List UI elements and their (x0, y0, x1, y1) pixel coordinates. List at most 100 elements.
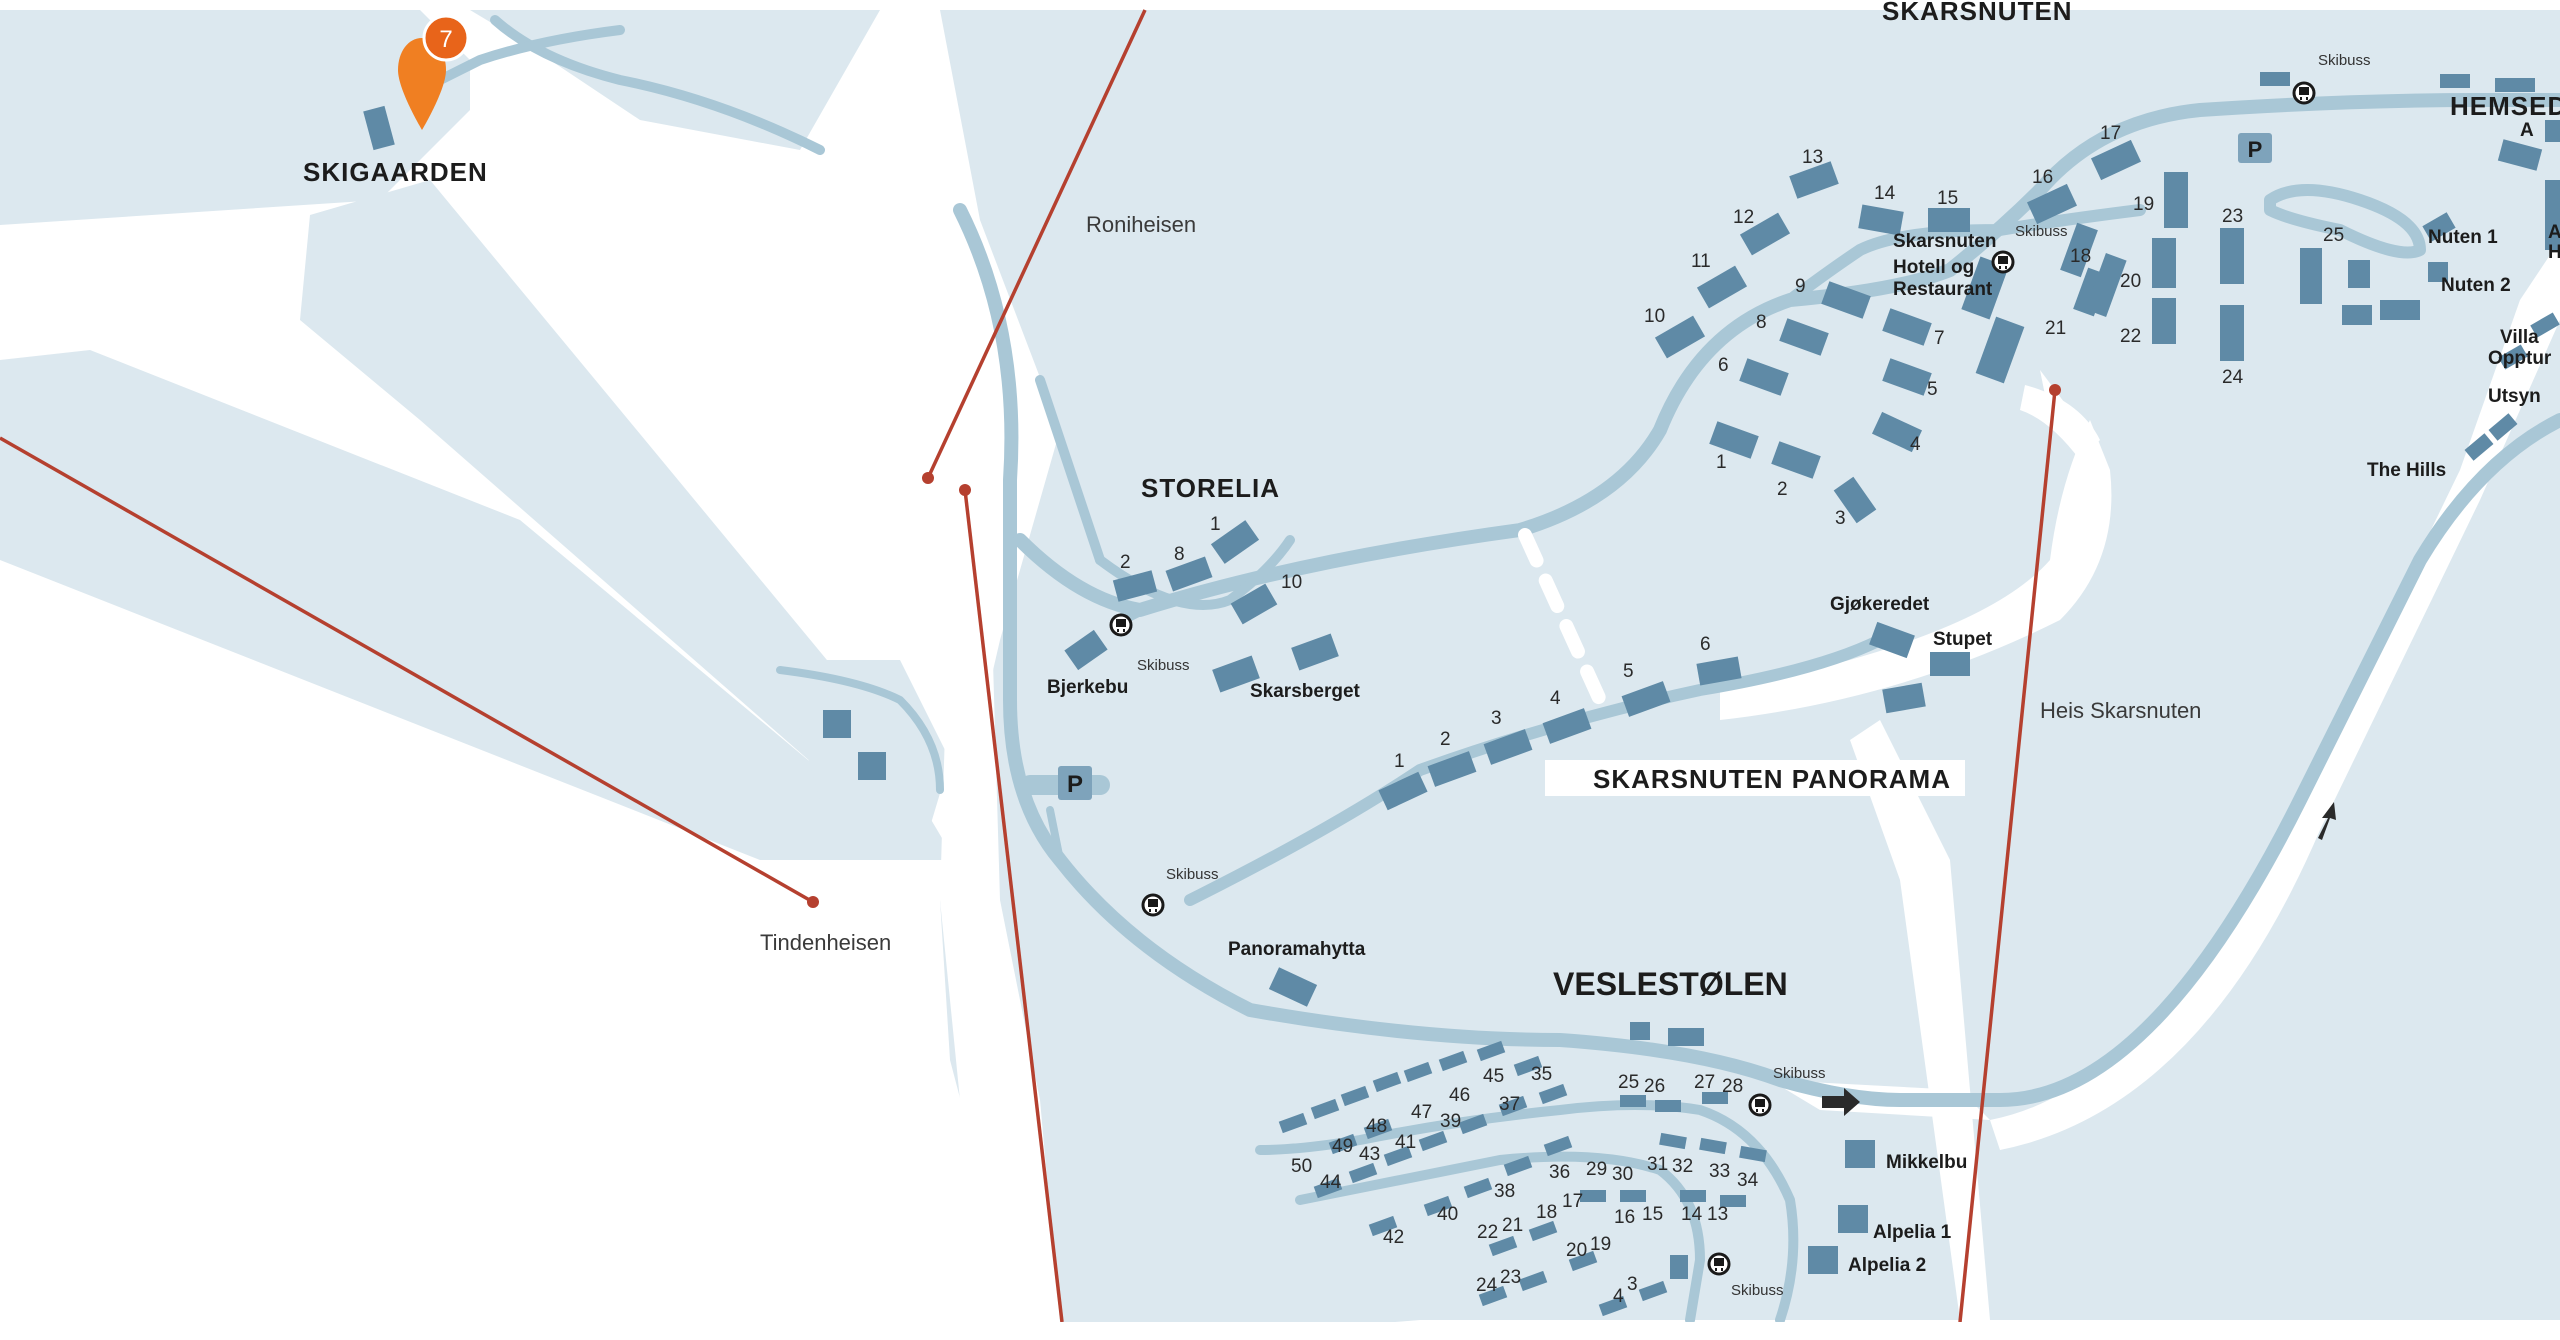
area-label-hemsedal: HEMSED (2450, 91, 2560, 121)
house-number: 19 (1590, 1234, 1611, 1255)
area-label-skarsnuten: SKARSNUTEN (1882, 0, 2073, 26)
house-number: 11 (1691, 251, 1711, 272)
house-number: 16 (2032, 167, 2053, 188)
house-number: 10 (1281, 572, 1302, 593)
bus-stop-icon (1748, 1093, 1772, 1117)
bus-stop-icon (1109, 613, 1133, 637)
house-number: 27 (1694, 1072, 1715, 1093)
bus-stop-label: Skibuss (1731, 1282, 1784, 1299)
house-number: 38 (1494, 1181, 1515, 1202)
location-marker[interactable]: 7 (398, 14, 470, 130)
place-hotel-line1: Skarsnuten (1893, 231, 1996, 252)
marker-number: 7 (439, 26, 452, 53)
house-number: 23 (2222, 206, 2243, 227)
place-edge-a2: A (2548, 222, 2560, 243)
parking-label-2: P (2248, 137, 2263, 162)
place-mikkelbu: Mikkelbu (1886, 1152, 1967, 1173)
buildings (363, 72, 2560, 1317)
house-number: 33 (1709, 1161, 1730, 1182)
house-number: 6 (1700, 634, 1711, 655)
area-label-skarsnuten-panorama: SKARSNUTEN PANORAMA (1593, 764, 1951, 794)
place-nuten2: Nuten 2 (2441, 275, 2511, 296)
lift-label-roniheisen: Roniheisen (1086, 212, 1196, 237)
house-number: 37 (1499, 1094, 1520, 1115)
house-number: 18 (1536, 1202, 1557, 1223)
house-number: 39 (1440, 1111, 1461, 1132)
house-number: 9 (1795, 276, 1806, 297)
bus-stop-label: Skibuss (2318, 52, 2371, 69)
area-label-veslestolen: VESLESTØLEN (1553, 966, 1788, 1002)
place-hotel-line3: Restaurant (1893, 279, 1993, 300)
house-number: 35 (1531, 1064, 1552, 1085)
house-number: 7 (1934, 328, 1945, 349)
house-number: 23 (1500, 1267, 1521, 1288)
house-number: 1 (1716, 452, 1727, 473)
house-number: 17 (1562, 1191, 1583, 1212)
bus-stops: Skibuss Skibuss Skibuss Skibuss Skibuss … (1109, 52, 2371, 1299)
arrow-right-icon (1822, 1088, 1860, 1116)
house-number: 32 (1672, 1156, 1693, 1177)
place-skarsberget: Skarsberget (1250, 681, 1361, 702)
arrow-up-icon (2318, 802, 2336, 840)
place-the-hills: The Hills (2367, 460, 2446, 481)
parking-label-1: P (1067, 771, 1083, 798)
house-number: 19 (2133, 194, 2154, 215)
house-number: 16 (1614, 1207, 1635, 1228)
house-number: 30 (1612, 1164, 1633, 1185)
house-number: 31 (1647, 1154, 1668, 1175)
place-edge-h: H (2548, 242, 2560, 263)
place-gjokeredet: Gjøkeredet (1830, 594, 1930, 615)
house-number: 46 (1449, 1085, 1470, 1106)
place-utsyn: Utsyn (2488, 386, 2541, 407)
house-number: 44 (1320, 1172, 1342, 1193)
house-number: 22 (1477, 1222, 1498, 1243)
house-number: 5 (1623, 661, 1634, 682)
house-number: 2 (1120, 552, 1131, 573)
house-number: 20 (2120, 271, 2141, 292)
bus-stop-icon (1991, 250, 2015, 274)
house-number: 21 (2045, 318, 2066, 339)
house-number: 1 (1394, 751, 1405, 772)
house-number: 41 (1395, 1132, 1416, 1153)
house-number: 21 (1502, 1215, 1523, 1236)
house-number: 15 (1937, 188, 1958, 209)
house-number: 3 (1491, 708, 1502, 729)
house-number: 4 (1910, 434, 1921, 455)
bus-stop-label: Skibuss (1166, 866, 1219, 883)
footpaths (1518, 528, 1607, 707)
house-number: 18 (2070, 246, 2091, 267)
bus-stop-label: Skibuss (2015, 223, 2068, 240)
house-number: 3 (1835, 508, 1846, 529)
bus-stop-icon (2292, 81, 2316, 105)
house-numbers: 1 2 3 4 5 6 7 8 9 10 11 12 13 14 15 16 1… (1120, 123, 2344, 1307)
house-number: 47 (1411, 1102, 1432, 1123)
house-number: 5 (1927, 379, 1938, 400)
bus-stop-icon (1141, 893, 1165, 917)
place-hotel-line2: Hotell og (1893, 257, 1974, 278)
house-number: 40 (1437, 1204, 1458, 1225)
bus-stop-label: Skibuss (1773, 1065, 1826, 1082)
house-number: 24 (1476, 1275, 1498, 1296)
house-number: 29 (1586, 1159, 1607, 1180)
place-alpelia2: Alpelia 2 (1848, 1255, 1926, 1276)
house-number: 50 (1291, 1156, 1312, 1177)
house-number: 6 (1718, 355, 1729, 376)
house-number: 8 (1756, 312, 1767, 333)
house-number: 25 (1618, 1072, 1639, 1093)
house-number: 10 (1644, 306, 1665, 327)
house-number: 43 (1359, 1144, 1380, 1165)
place-villa: Villa (2500, 327, 2539, 348)
place-edge-a: A (2520, 120, 2534, 141)
house-number: 3 (1627, 1274, 1638, 1295)
house-number: 13 (1802, 147, 1823, 168)
place-panoramahytta: Panoramahytta (1228, 939, 1366, 960)
house-number: 48 (1366, 1116, 1387, 1137)
house-number: 24 (2222, 367, 2244, 388)
house-number: 34 (1737, 1170, 1759, 1191)
lift-labels: Roniheisen Tindenheisen Heis Skarsnuten (760, 212, 2201, 955)
parking-areas: P P (1058, 133, 2272, 800)
place-opptur: Opptur (2488, 348, 2552, 369)
house-number: 22 (2120, 326, 2141, 347)
